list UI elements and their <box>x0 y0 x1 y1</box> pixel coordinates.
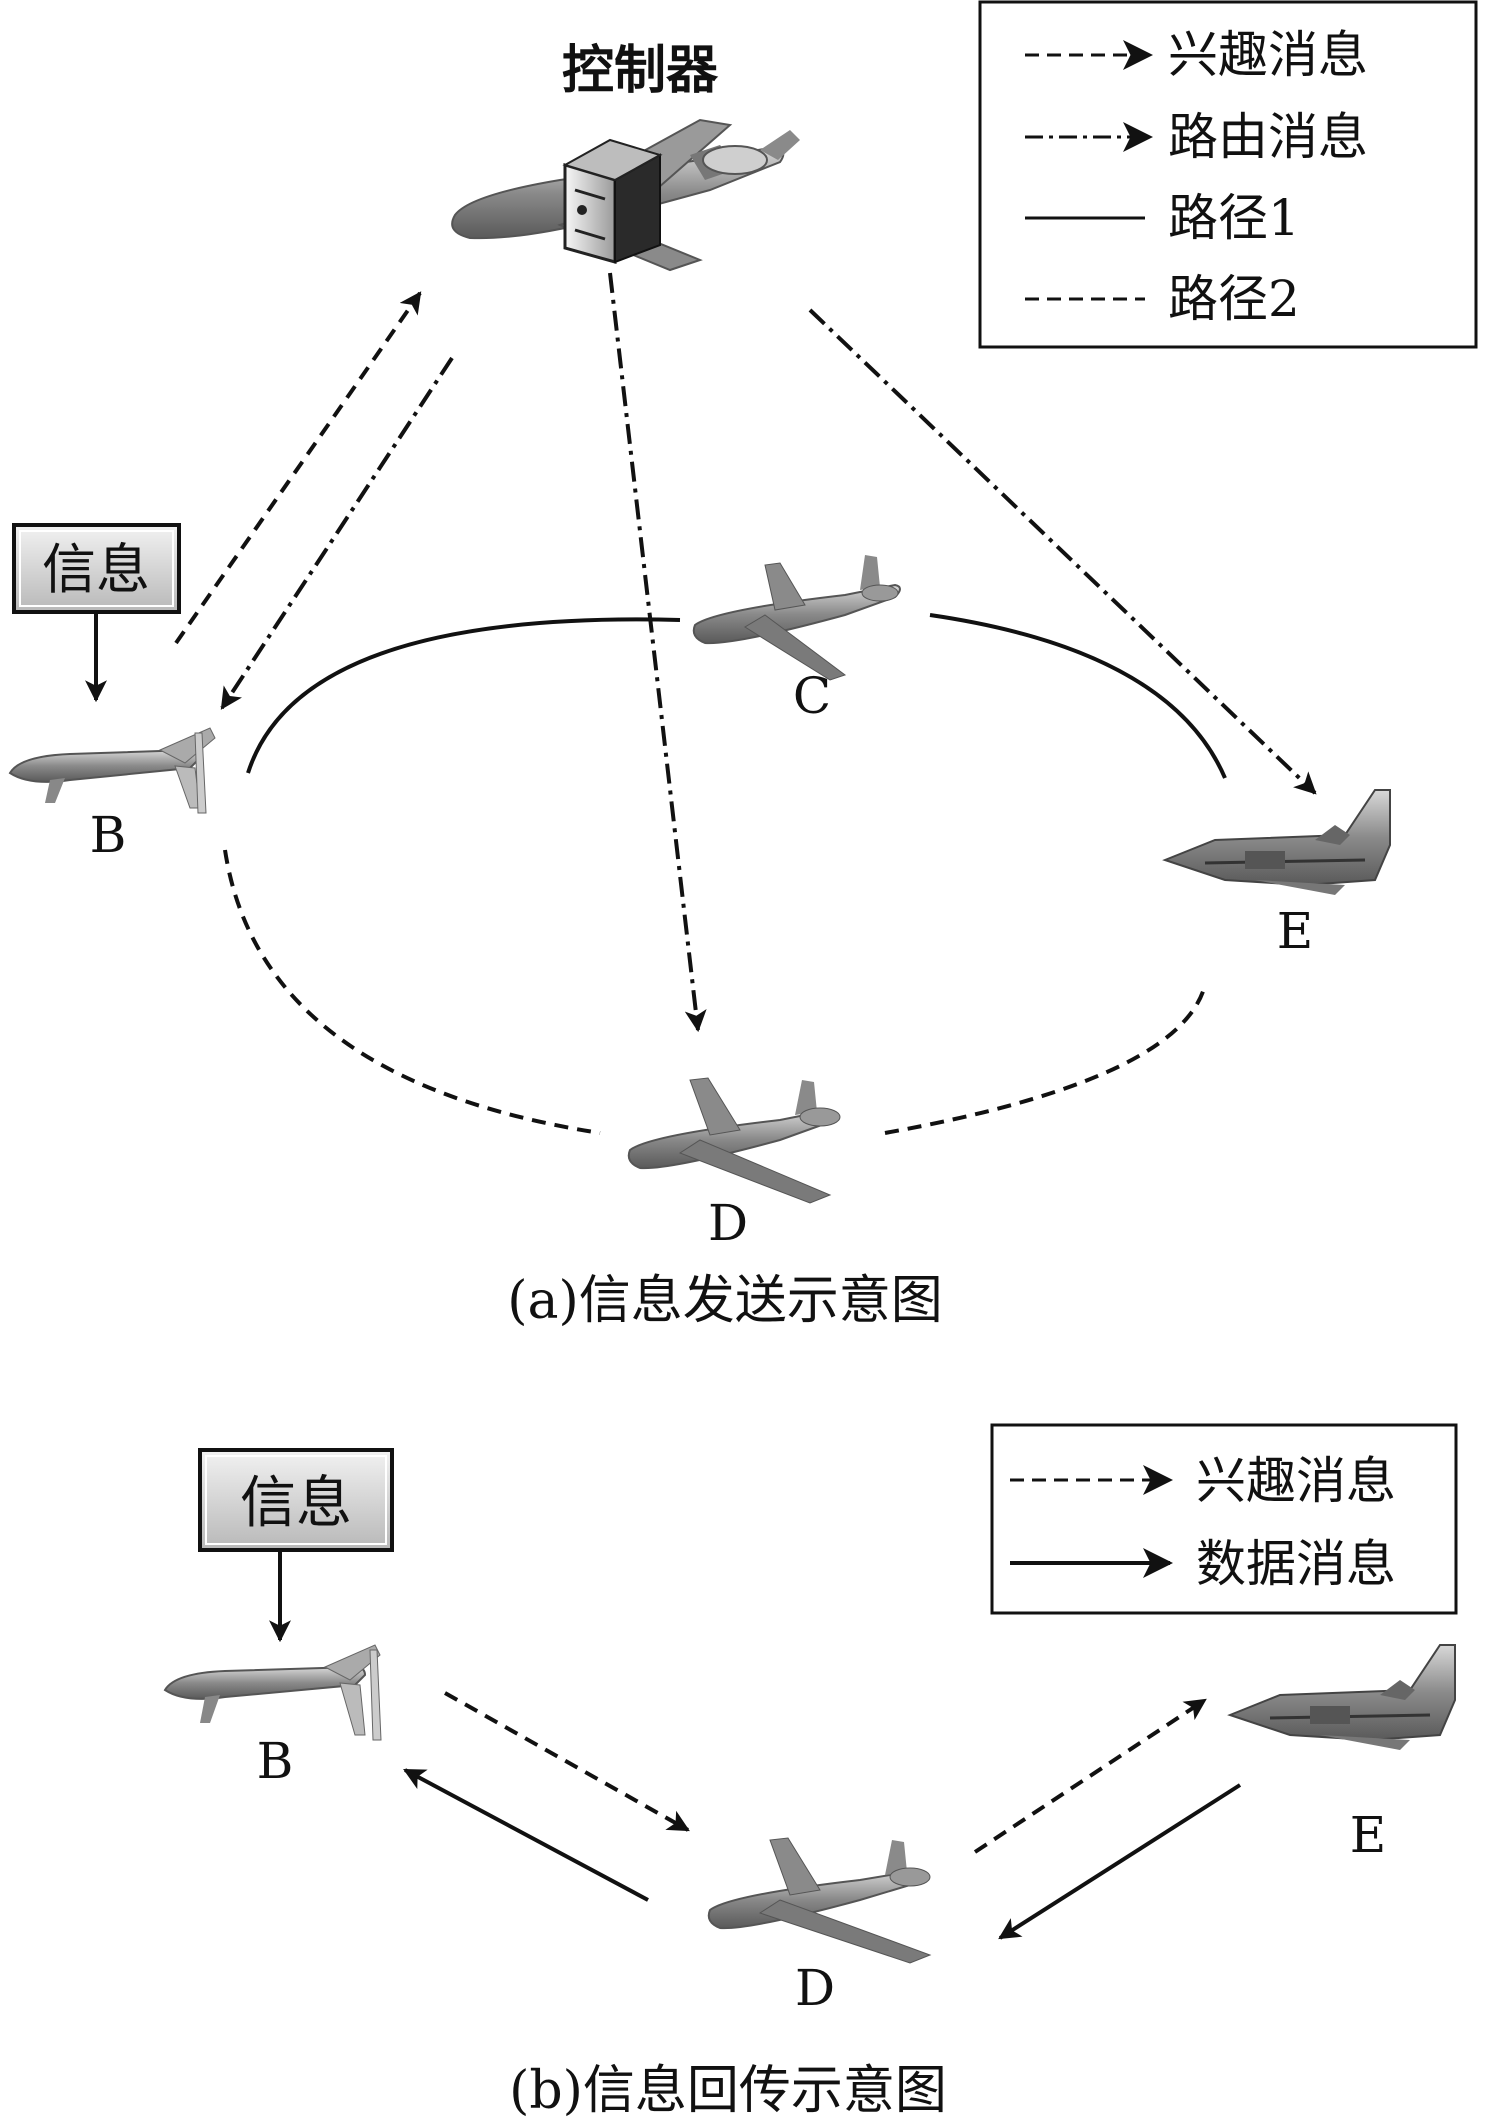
interest-arrow-b-controller <box>174 291 422 645</box>
info-label-b: 信息 <box>240 1471 352 1536</box>
uav-icon <box>8 727 216 814</box>
legend-label-interest: 兴趣消息 <box>1168 26 1368 84</box>
fighter-jet-icon <box>1227 1644 1456 1750</box>
path1-segment-c-e <box>929 613 1227 779</box>
legend-box <box>978 0 1478 349</box>
server-icon <box>562 138 663 264</box>
node-label-b: B <box>90 806 127 864</box>
legend-a: 兴趣消息 路由消息 路径1 路径2 <box>978 0 1478 349</box>
node-label-d: D <box>708 1194 748 1252</box>
controller-label: 控制器 <box>562 41 719 101</box>
info-box-b: 信息 <box>198 1448 394 1552</box>
legend-b: 兴趣消息 数据消息 <box>990 1423 1458 1615</box>
legend-box <box>990 1423 1458 1615</box>
node-label-e: E <box>1350 1806 1387 1864</box>
node-label-e: E <box>1277 902 1314 960</box>
node-label-d: D <box>795 1959 835 2017</box>
panel-b: 兴趣消息 数据消息 信息 B D <box>163 1423 1458 2121</box>
data-arrow-d-b <box>403 1768 649 1902</box>
path2-segment-d-e <box>884 984 1207 1135</box>
airliner-icon <box>692 555 901 681</box>
path2-segment-b-d <box>223 849 601 1135</box>
fighter-jet-icon <box>1162 789 1391 895</box>
info-box-a: 信息 <box>12 523 181 614</box>
node-label-b: B <box>257 1732 294 1790</box>
path1-segment-b-c <box>246 617 681 774</box>
airliner-icon <box>707 1837 932 1964</box>
panel-a: 兴趣消息 路由消息 路径1 路径2 控制器 <box>8 0 1478 1331</box>
legend-label-data: 数据消息 <box>1196 1535 1396 1593</box>
legend-label-path2: 路径2 <box>1168 270 1300 328</box>
routing-arrow-controller-b <box>220 356 454 710</box>
interest-arrow-b-d <box>444 1691 690 1832</box>
node-label-c: C <box>793 667 831 725</box>
routing-arrow-controller-e <box>808 308 1317 795</box>
data-arrow-e-d <box>998 1783 1242 1940</box>
airliner-icon <box>627 1077 841 1204</box>
info-label-a: 信息 <box>42 538 150 601</box>
routing-arrow-controller-d <box>608 272 707 1033</box>
legend-label-interest: 兴趣消息 <box>1196 1452 1396 1510</box>
legend-label-path1: 路径1 <box>1168 189 1300 247</box>
uav-icon <box>163 1644 382 1741</box>
caption-b: (b)信息回传示意图 <box>509 2061 947 2121</box>
legend-label-routing: 路由消息 <box>1168 108 1368 166</box>
caption-a: (a)信息发送示意图 <box>507 1271 943 1331</box>
